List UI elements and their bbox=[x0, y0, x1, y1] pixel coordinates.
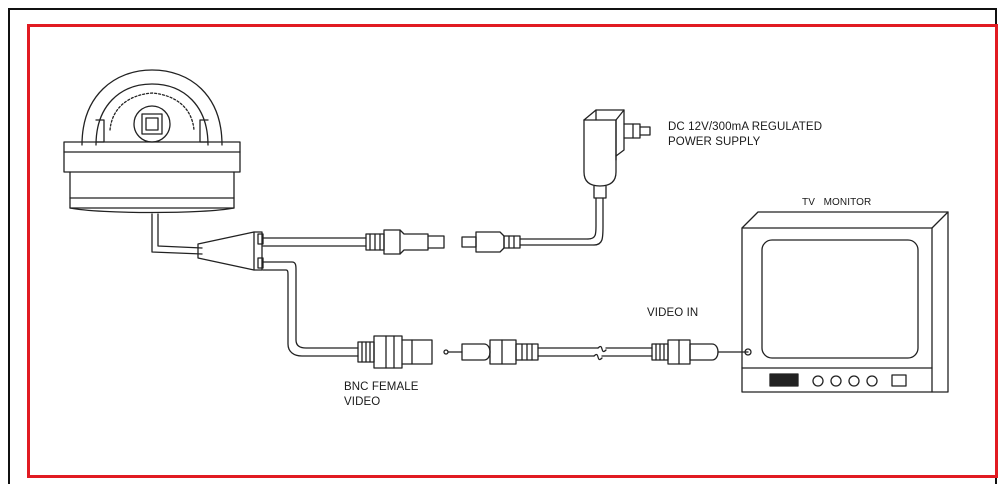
video-in-label: VIDEO IN bbox=[647, 307, 699, 319]
tv-monitor bbox=[741, 211, 949, 393]
video-cable-camera-side bbox=[262, 261, 433, 369]
bnc-label-line2: VIDEO bbox=[344, 396, 381, 408]
red-border bbox=[27, 24, 998, 478]
power-supply-label-line1: DC 12V/300mA REGULATED bbox=[668, 121, 823, 133]
cable-splitter bbox=[197, 231, 264, 271]
power-supply-label: DC 12V/300mA REGULATED POWER SUPPLY bbox=[668, 120, 822, 150]
bnc-label: BNC FEMALE VIDEO bbox=[344, 380, 419, 410]
power-adapter bbox=[583, 109, 651, 199]
tv-monitor-label: TV MONITOR bbox=[802, 197, 872, 208]
dome-camera bbox=[63, 69, 241, 255]
bnc-label-line1: BNC FEMALE bbox=[344, 381, 419, 393]
video-cable-monitor bbox=[443, 339, 752, 365]
power-cable-camera-side bbox=[262, 229, 445, 255]
power-supply-label-line2: POWER SUPPLY bbox=[668, 136, 761, 148]
power-supply-plug bbox=[461, 197, 604, 253]
